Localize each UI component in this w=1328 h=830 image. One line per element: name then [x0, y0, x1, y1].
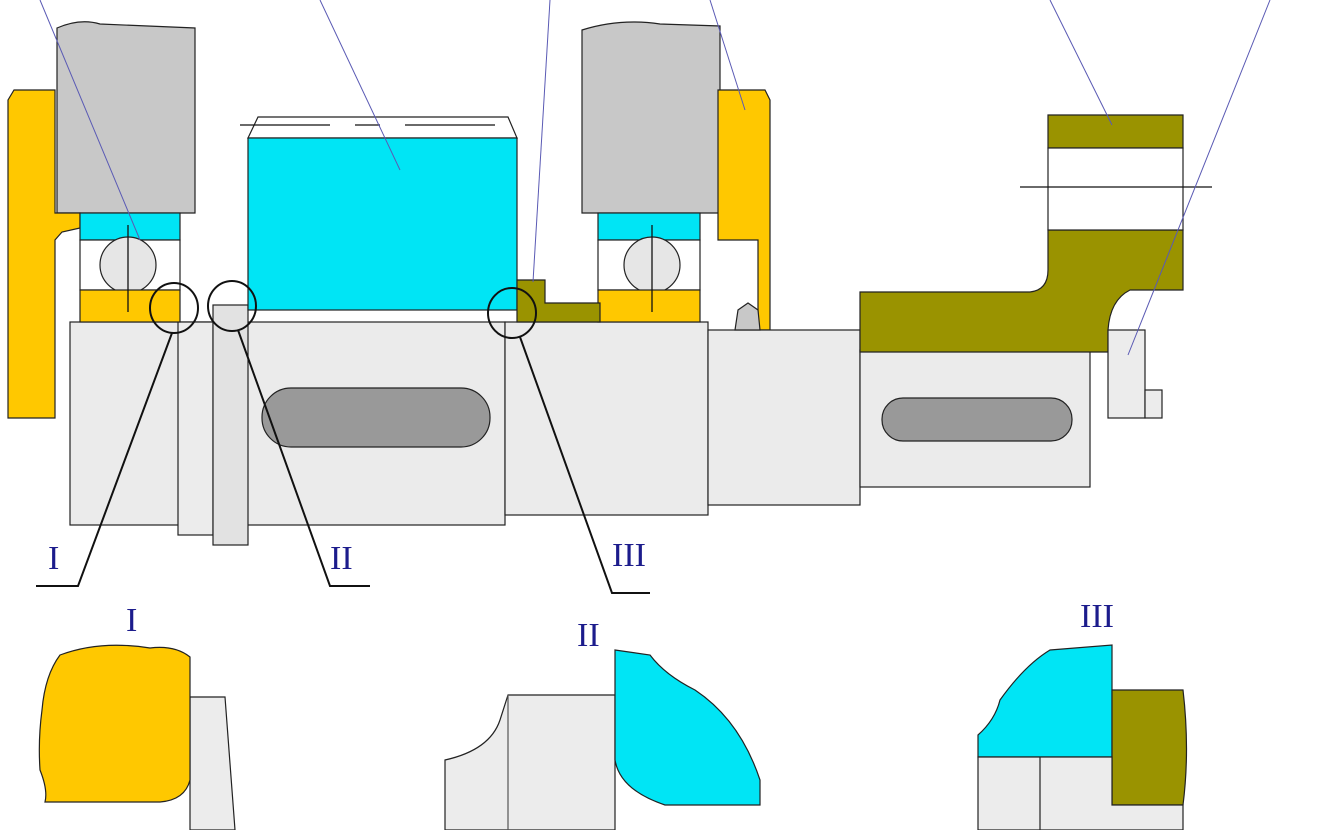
spacer-ring — [177, 321, 214, 536]
right-bearing-inner-ring — [597, 289, 701, 323]
spacer-bushing — [516, 279, 601, 323]
detail-III-shaft — [977, 756, 1184, 830]
shaft-collar — [212, 304, 249, 546]
gear-chamfer — [247, 116, 518, 139]
gear — [247, 137, 518, 311]
detail-I-shaft — [189, 696, 236, 830]
end-washer — [1107, 329, 1146, 419]
detail-circle-III[interactable] — [487, 287, 537, 339]
leader-I — [36, 332, 173, 587]
right-housing — [581, 21, 721, 214]
seal — [734, 302, 761, 331]
detail-circle-I[interactable] — [149, 282, 199, 334]
leader-III — [519, 336, 650, 594]
left-housing — [56, 21, 196, 214]
right-bearing-outer-ring — [597, 212, 701, 241]
detail-I-ring — [38, 644, 191, 803]
callout-label-III: III — [612, 537, 646, 574]
left-bearing-inner-ring — [79, 289, 181, 323]
shaft-step-section — [707, 329, 861, 506]
left-bearing-outer-ring — [79, 212, 181, 241]
callout-label-I: I — [48, 540, 60, 577]
coupling-key-slot — [881, 397, 1073, 442]
detail-title-III: III — [1080, 598, 1114, 635]
shaft-middle-section — [504, 321, 709, 516]
detail-II-gear — [614, 649, 761, 806]
detail-III-gear — [977, 644, 1113, 758]
leader-II — [237, 329, 370, 587]
part-leader-lines — [39, 0, 1271, 356]
gear-key-slot — [261, 387, 491, 448]
detail-title-II: II — [577, 617, 600, 654]
detail-circle-II[interactable] — [207, 280, 257, 332]
detail-title-I: I — [126, 602, 138, 639]
detail-III-bushing — [1111, 689, 1188, 806]
detail-II-shaft — [444, 694, 616, 830]
coupling-bore-gap — [1047, 147, 1184, 231]
end-bolt — [1144, 389, 1163, 419]
right-bearing-cover — [717, 89, 771, 331]
callout-label-II: II — [330, 540, 353, 577]
